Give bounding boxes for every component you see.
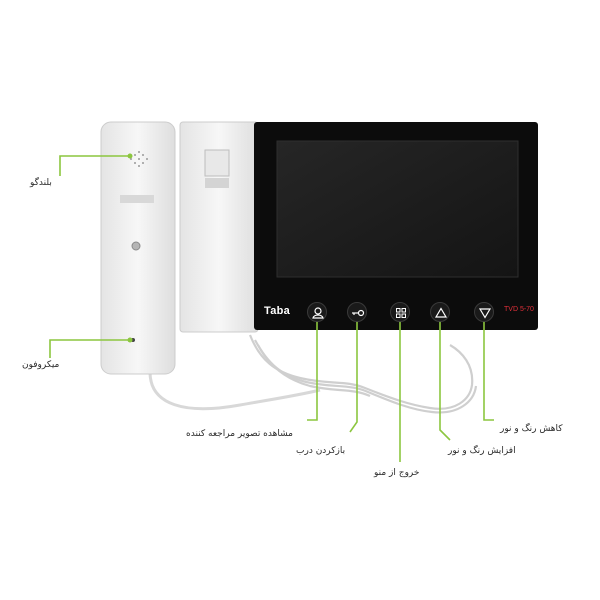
key-icon bbox=[352, 309, 365, 317]
callout-menu-exit: خروج از منو bbox=[374, 468, 420, 478]
view-image-button[interactable] bbox=[307, 302, 327, 322]
brand-logo: Taba bbox=[264, 305, 291, 317]
user-icon bbox=[312, 307, 324, 319]
decrease-button[interactable] bbox=[474, 302, 494, 322]
triangle-down-icon bbox=[478, 308, 492, 319]
coiled-cord bbox=[248, 334, 478, 414]
open-door-button[interactable] bbox=[347, 302, 367, 322]
callout-lines bbox=[49, 155, 494, 462]
callout-view-image: مشاهده تصویر مراجعه کننده bbox=[186, 429, 293, 439]
handset bbox=[100, 121, 176, 375]
callout-microphone: میکروفون bbox=[22, 360, 60, 370]
callout-increase: افزایش رنگ و نور bbox=[448, 446, 516, 456]
handset-cord bbox=[148, 371, 321, 411]
increase-button[interactable] bbox=[430, 302, 450, 322]
base-unit bbox=[179, 121, 259, 333]
menu-grid-icon bbox=[396, 308, 406, 318]
menu-exit-button[interactable] bbox=[390, 302, 410, 322]
callout-speaker: بلندگو bbox=[30, 178, 52, 188]
speaker-grille-icon bbox=[130, 151, 148, 167]
callout-open-door: بازکردن درب bbox=[296, 446, 346, 456]
callout-decrease: کاهش رنگ و نور bbox=[500, 424, 563, 434]
model-number: TVD 5-70 bbox=[504, 306, 534, 313]
triangle-up-icon bbox=[434, 307, 448, 318]
monitor bbox=[254, 122, 538, 330]
